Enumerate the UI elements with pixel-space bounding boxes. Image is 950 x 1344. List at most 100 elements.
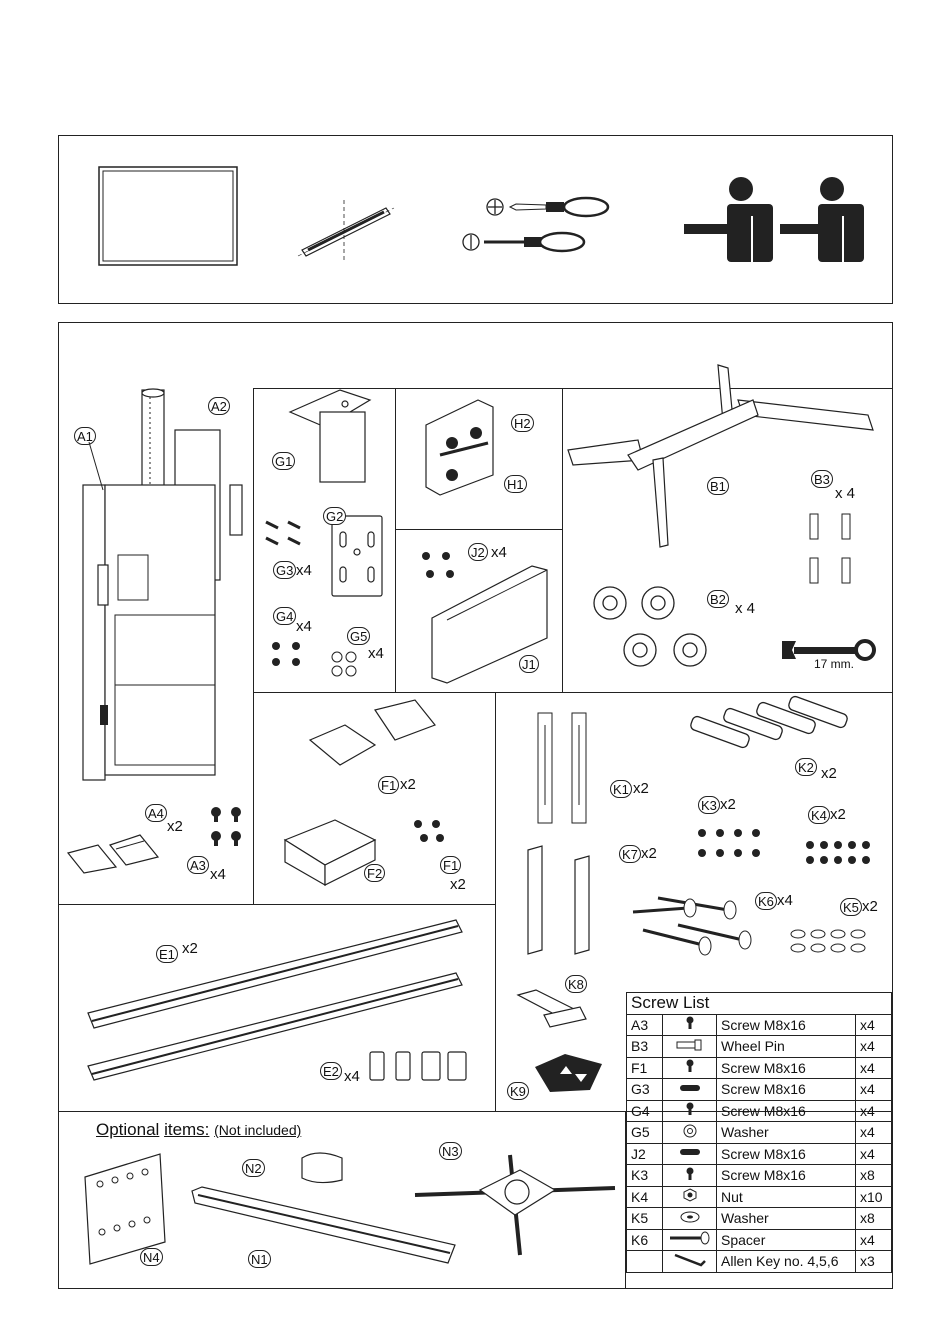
flat-washer-icon bbox=[662, 1207, 717, 1230]
screw-code: A3 bbox=[626, 1013, 663, 1036]
qty-B2: x 4 bbox=[735, 600, 756, 617]
screw-quantity: x4 bbox=[855, 1056, 892, 1079]
screw-description: Screw M8x16 bbox=[716, 1013, 856, 1036]
profiles-E1-drawing bbox=[87, 919, 463, 1081]
screw-code: K4 bbox=[626, 1185, 663, 1208]
screw-code: K3 bbox=[626, 1164, 663, 1187]
screw-description: Screw M8x16 bbox=[716, 1099, 856, 1122]
hooks-K2-drawing bbox=[690, 695, 848, 749]
callout-K7: K7 bbox=[619, 845, 641, 863]
wheel-pin-icon bbox=[662, 1035, 717, 1058]
screw-icon bbox=[662, 1056, 717, 1079]
plate-N4-drawing bbox=[84, 1153, 166, 1265]
optional-items-title: Optional items: (Not included) bbox=[96, 1120, 302, 1139]
screw-list-title: Screw List bbox=[626, 992, 892, 1015]
callout-B2: B2 bbox=[707, 590, 729, 608]
callout-H1: H1 bbox=[504, 475, 527, 493]
callout-J1: J1 bbox=[519, 655, 539, 673]
callout-E2: E2 bbox=[320, 1062, 342, 1080]
qty-K1: x2 bbox=[633, 780, 649, 797]
screw-code: J2 bbox=[626, 1142, 663, 1165]
callout-K9: K9 bbox=[507, 1082, 529, 1100]
screw-icon bbox=[662, 1013, 717, 1036]
shelf-N1-drawing bbox=[191, 1186, 456, 1264]
qty-F1-screws: x2 bbox=[450, 876, 466, 893]
qty-F1-cap: x2 bbox=[400, 776, 416, 793]
screw-description: Screw M8x16 bbox=[716, 1078, 856, 1101]
qty-G3: x4 bbox=[296, 562, 312, 579]
screw-description: Screw M8x16 bbox=[716, 1142, 856, 1165]
base-B1-drawing bbox=[567, 364, 874, 548]
screw-quantity: x4 bbox=[855, 1013, 892, 1036]
screw-description: Spacer bbox=[716, 1228, 856, 1251]
callout-A1: A1 bbox=[74, 427, 96, 445]
screw-code: G4 bbox=[626, 1099, 663, 1122]
callout-B3: B3 bbox=[811, 470, 833, 488]
screw-code bbox=[626, 1250, 663, 1273]
qty-A4: x2 bbox=[167, 818, 183, 835]
callout-G5: G5 bbox=[347, 627, 371, 645]
qty-K2: x2 bbox=[821, 765, 837, 782]
long-screw-icon bbox=[662, 1078, 717, 1101]
qty-E2: x4 bbox=[344, 1068, 360, 1085]
nuts-K4-drawing bbox=[806, 841, 870, 864]
callout-K4: K4 bbox=[808, 806, 830, 824]
screw-icon bbox=[662, 1099, 717, 1122]
handset-K9-drawing bbox=[535, 1054, 602, 1092]
spacers-K6-drawing bbox=[632, 896, 752, 956]
screw-description: Washer bbox=[716, 1207, 856, 1230]
screw-quantity: x3 bbox=[855, 1250, 892, 1273]
washers-G5-drawing bbox=[331, 651, 357, 677]
screw-code: F1 bbox=[626, 1056, 663, 1079]
callout-F1-cap: F1 bbox=[378, 776, 400, 794]
qty-K3: x2 bbox=[720, 796, 736, 813]
cap-F1-drawing bbox=[308, 699, 436, 766]
screw-description: Washer bbox=[716, 1121, 856, 1144]
end-caps-E2-drawing bbox=[369, 1051, 467, 1081]
cell-A-divider bbox=[58, 388, 254, 905]
mount-N3-drawing bbox=[414, 1154, 616, 1256]
callout-K1: K1 bbox=[610, 780, 632, 798]
washers-K5-drawing bbox=[790, 929, 866, 953]
qty-K5: x2 bbox=[862, 898, 878, 915]
screw-quantity: x8 bbox=[855, 1164, 892, 1187]
flathead-screwdriver-icon bbox=[462, 231, 586, 253]
washer-icon bbox=[662, 1121, 717, 1144]
clip-K8-drawing bbox=[516, 989, 587, 1028]
cover-A4-drawing bbox=[66, 834, 160, 874]
qty-K4: x2 bbox=[830, 806, 846, 823]
screw-quantity: x4 bbox=[855, 1121, 892, 1144]
screw-quantity: x4 bbox=[855, 1228, 892, 1251]
callout-H2: H2 bbox=[511, 414, 534, 432]
screw-description: Nut bbox=[716, 1185, 856, 1208]
bracket-J1-drawing bbox=[431, 565, 548, 684]
spirit-level-icon bbox=[297, 200, 395, 260]
qty-G5: x4 bbox=[368, 645, 384, 662]
display-panel-icon bbox=[98, 166, 238, 266]
allen-key-icon bbox=[662, 1250, 717, 1273]
bracket-H-drawing bbox=[425, 399, 494, 496]
plate-G2-drawing bbox=[331, 515, 383, 597]
callout-B1: B1 bbox=[707, 477, 729, 495]
tools-panel bbox=[58, 135, 893, 304]
cover-N2-drawing bbox=[301, 1152, 343, 1184]
screws-G4-drawing bbox=[272, 642, 300, 666]
callout-N3: N3 bbox=[439, 1142, 462, 1160]
callout-J2: J2 bbox=[468, 543, 488, 561]
block-F2-drawing bbox=[283, 819, 377, 887]
callout-K2: K2 bbox=[795, 758, 817, 776]
screws-A3-drawing bbox=[211, 807, 241, 846]
screws-G3-drawing bbox=[265, 520, 301, 546]
callout-K8: K8 bbox=[565, 975, 587, 993]
screws-F1-drawing bbox=[414, 820, 444, 842]
qty-B3: x 4 bbox=[835, 485, 856, 502]
bracket-G1-drawing bbox=[288, 389, 372, 483]
callout-F2: F2 bbox=[364, 864, 386, 882]
